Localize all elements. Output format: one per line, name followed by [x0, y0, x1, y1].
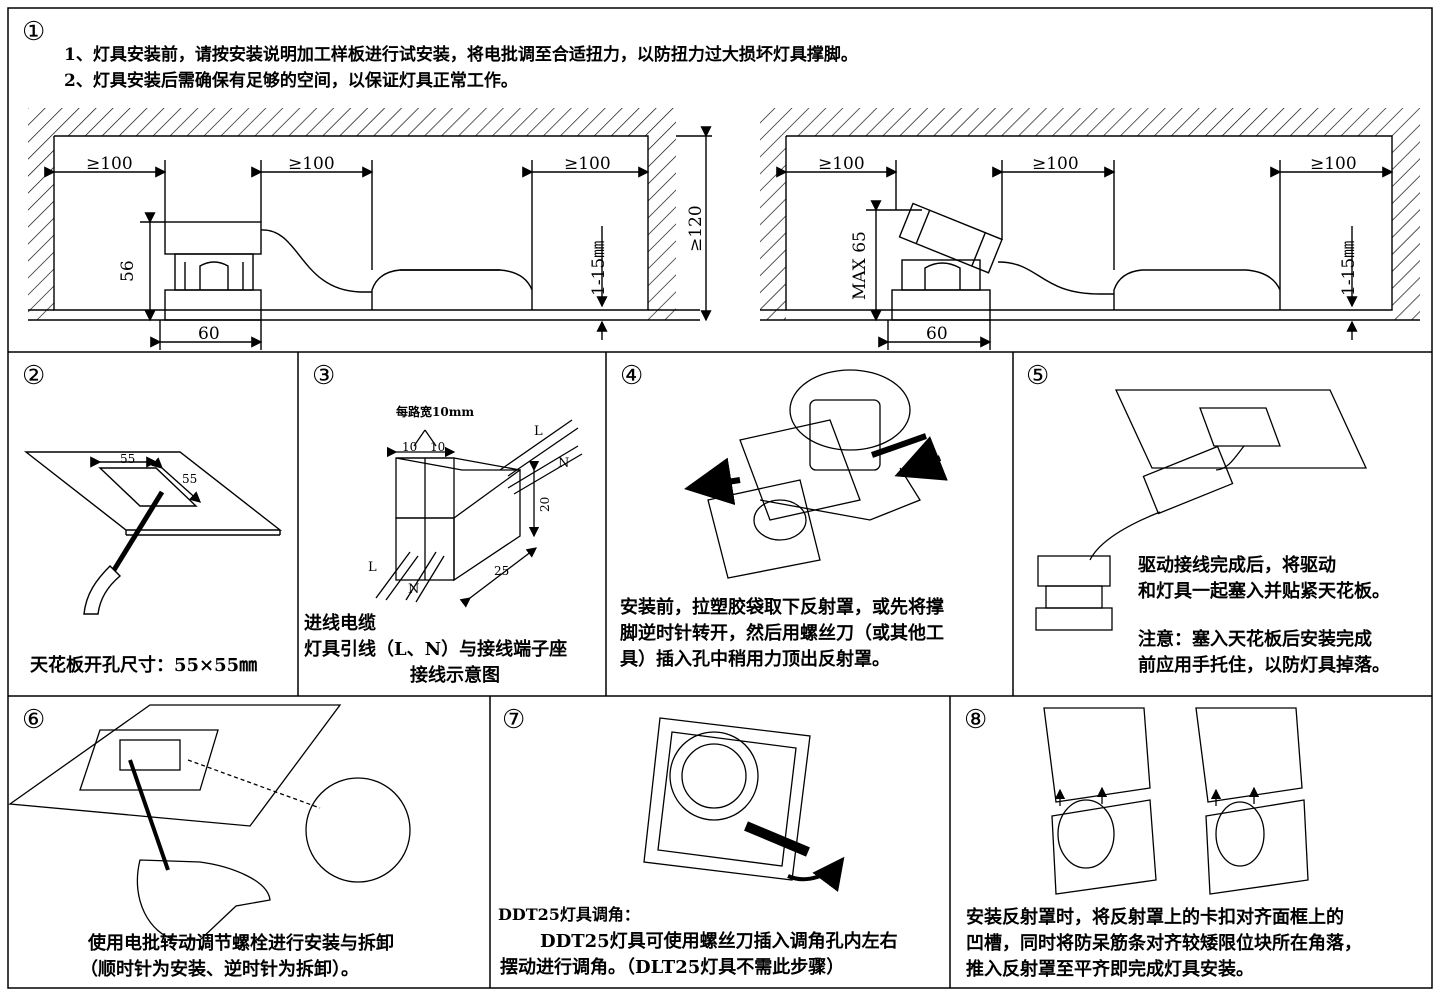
wire-L-out: L — [368, 560, 377, 575]
step-6-caption-2: （顺时针为安装、逆时针为拆卸）。 — [80, 959, 359, 980]
dim-gap-6: ≥100 — [1310, 154, 1357, 174]
terminal-w1: 10 — [402, 440, 418, 454]
dim-height-120: ≥120 — [686, 205, 706, 252]
step-5-note-2: 前应用手托住，以防灯具掉落。 — [1138, 655, 1390, 676]
terminal-h20: 20 — [538, 496, 552, 512]
step-8-caption-2: 凹槽，同时将防呆筋条对齐较矮限位块所在角落， — [966, 933, 1362, 954]
step-8-caption-1: 安装反射罩时，将反射罩上的卡扣对齐面框上的 — [966, 907, 1344, 928]
step-2-caption: 天花板开孔尺寸：55×55㎜ — [30, 655, 258, 676]
step-5-caption-1: 驱动接线完成后，将驱动 — [1138, 555, 1336, 576]
ceiling-cavity-diagram-left — [28, 108, 712, 350]
step-3-caption-1: 进线电缆 — [304, 613, 376, 634]
step-5-number: ⑤ — [1026, 361, 1050, 391]
terminal-block-diagram — [375, 419, 583, 608]
step-5-caption-2: 和灯具一起塞入并贴紧天花板。 — [1138, 581, 1390, 602]
dim-gap-3: ≥100 — [564, 154, 611, 174]
ceiling-cutout-diagram — [23, 451, 283, 615]
dim-gap-2: ≥100 — [288, 154, 335, 174]
dim-recess-right: 1-15㎜ — [1339, 240, 1359, 296]
reflector-install-diagram — [1043, 707, 1309, 895]
dim-width-60-right: 60 — [926, 324, 948, 344]
step-1-number: ① — [22, 17, 46, 47]
step-7-caption-2: 摆动进行调角。（DLT25灯具不需此步骤） — [500, 957, 845, 978]
dim-gap-1: ≥100 — [86, 154, 133, 174]
wire-N-in: N — [558, 456, 570, 471]
dim-gap-4: ≥100 — [818, 154, 865, 174]
angle-adjust-diagram — [643, 717, 845, 892]
step-2-number: ② — [22, 361, 46, 391]
step-3-caption-3: 接线示意图 — [410, 665, 500, 686]
terminal-width-label: 每路宽10mm — [396, 405, 475, 419]
step-5-note-text: 塞入天花板后安装完成 — [1192, 629, 1372, 650]
terminal-d25: 25 — [494, 564, 510, 578]
dim-max-65: MAX 65 — [850, 231, 870, 300]
cutout-depth: 55 — [182, 472, 198, 486]
step-7-caption-1: DDT25灯具可使用螺丝刀插入调角孔内左右 — [540, 931, 898, 952]
step-4-caption-1: 安装前，拉塑胶袋取下反射罩，或先将撑 — [620, 597, 944, 618]
dim-gap-5: ≥100 — [1032, 154, 1079, 174]
panel-grid — [7, 7, 1433, 989]
step-4-caption-2: 脚逆时针转开，然后用螺丝刀（或其他工 — [620, 623, 944, 644]
step-3-caption-2: 灯具引线（L、N）与接线端子座 — [304, 639, 568, 660]
step-7-title: DDT25灯具调角： — [498, 905, 640, 924]
step-1-note-2: 2、灯具安装后需确保有足够的空间，以保证灯具正常工作。 — [64, 71, 518, 91]
step-5-note-label: 注意： — [1138, 629, 1192, 650]
drill-adjust-diagram — [8, 704, 411, 941]
dim-recess-left: 1-15㎜ — [589, 240, 609, 296]
step-4-number: ④ — [620, 361, 644, 391]
step-7-number: ⑦ — [502, 705, 526, 735]
ceiling-cavity-diagram-right — [760, 108, 1420, 350]
cutout-width: 55 — [120, 452, 136, 466]
wire-L-in: L — [534, 424, 543, 439]
terminal-w2: 10 — [430, 440, 446, 454]
step-4-caption-3: 具）插入孔中稍用力顶出反射罩。 — [620, 649, 890, 670]
step-1-note-1: 1、灯具安装前，请按安装说明加工样板进行试安装，将电批调至合适扭力，以防扭力过大… — [64, 45, 858, 65]
step-6-caption-1: 使用电批转动调节螺栓进行安装与拆卸 — [88, 933, 394, 954]
wire-N-out: N — [408, 582, 420, 597]
step-5-note-1: 注意：塞入天花板后安装完成 — [1138, 629, 1372, 651]
dim-width-60-left: 60 — [198, 324, 220, 344]
step-3-number: ③ — [312, 361, 336, 391]
ceiling-insert-diagram — [1035, 389, 1368, 631]
step-6-number: ⑥ — [22, 705, 46, 735]
remove-reflector-diagram — [684, 369, 948, 579]
dim-height-56: 56 — [118, 260, 138, 282]
step-8-caption-3: 推入反射罩至平齐即完成灯具安装。 — [966, 959, 1254, 980]
step-8-number: ⑧ — [964, 705, 988, 735]
